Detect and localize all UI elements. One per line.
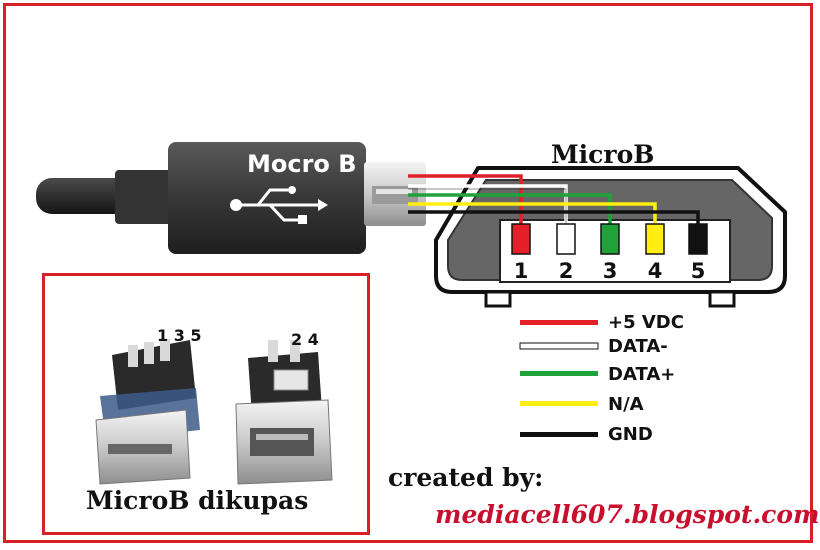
pin-number-3: 3 bbox=[602, 259, 618, 283]
pin-number-5: 5 bbox=[690, 259, 706, 283]
legend-swatch-black bbox=[520, 432, 598, 437]
credit-label: created by: bbox=[388, 463, 544, 492]
pin-wires bbox=[408, 174, 700, 229]
pin-number-2: 2 bbox=[558, 259, 574, 283]
wire-black bbox=[408, 210, 700, 226]
cable bbox=[36, 178, 136, 214]
legend-label-data-minus: DATA- bbox=[608, 336, 668, 357]
pin-3-contact bbox=[600, 223, 620, 255]
blog-url: mediacell607.blogspot.com bbox=[435, 500, 820, 529]
pin-number-1: 1 bbox=[513, 259, 529, 283]
plug-label: Mocro B bbox=[247, 150, 357, 178]
stripped-connector-left bbox=[95, 339, 200, 485]
pin-4-contact bbox=[645, 223, 665, 255]
wire-yellow bbox=[408, 202, 657, 226]
wire-red bbox=[408, 174, 523, 226]
pin-2-contact bbox=[556, 223, 576, 255]
pin-5-contact bbox=[688, 223, 708, 255]
stripped-connector-right bbox=[235, 340, 333, 485]
socket-title: MicroB bbox=[551, 140, 655, 169]
legend-swatch-green bbox=[520, 371, 598, 376]
pin-1-contact bbox=[511, 223, 531, 255]
legend-swatch-yellow bbox=[520, 401, 598, 406]
outer-frame bbox=[3, 3, 813, 543]
plug-body bbox=[168, 142, 366, 254]
legend-label-vdc: +5 VDC bbox=[608, 312, 684, 333]
wire-green bbox=[408, 193, 612, 226]
legend-swatches bbox=[519, 320, 599, 437]
legend-label-na: N/A bbox=[608, 394, 644, 415]
inset-right-pin-numbers: 2 4 bbox=[291, 330, 319, 349]
pin-number-4: 4 bbox=[647, 259, 663, 283]
legend-label-data-plus: DATA+ bbox=[608, 364, 676, 385]
inset-title: MicroB dikupas bbox=[86, 486, 309, 515]
inset-box bbox=[42, 273, 370, 535]
inset-left-pin-numbers: 1 3 5 bbox=[157, 326, 202, 345]
legend-swatch-red bbox=[520, 320, 598, 325]
legend-swatch-white bbox=[519, 342, 599, 350]
usb-trident-icon bbox=[230, 186, 328, 224]
strain-relief bbox=[115, 170, 175, 224]
legend-label-gnd: GND bbox=[608, 424, 653, 445]
